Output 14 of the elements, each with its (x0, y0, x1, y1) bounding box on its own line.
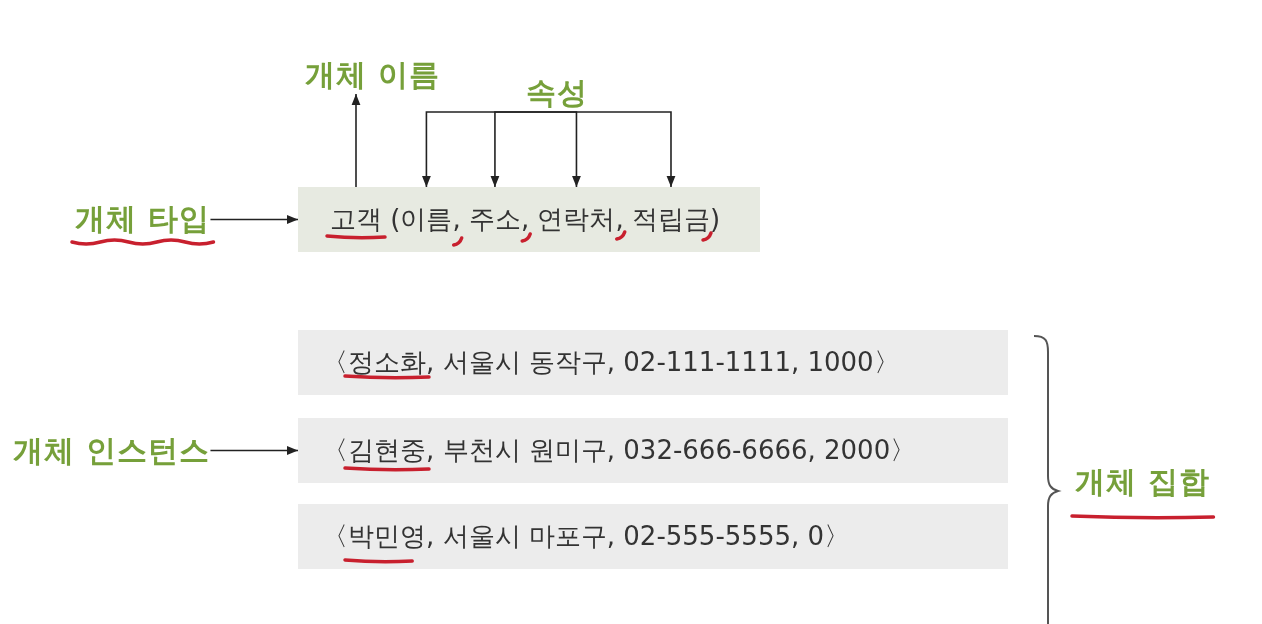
handwritten-label: 개체 인스턴스 (13, 432, 211, 470)
arrow (351, 93, 361, 188)
arrow (556, 111, 676, 188)
record-bar: 〈박민영, 서울시 마포구, 02-555-5555, 0〉 (298, 504, 1008, 569)
record-bar: 〈김현중, 부천시 원미구, 032-666-6666, 2000〉 (298, 418, 1008, 483)
record-bar: 〈정소화, 서울시 동작구, 02-111-1111, 1000〉 (298, 330, 1008, 395)
arrow (209, 215, 299, 224)
handwritten-label: 개체 이름 (305, 56, 441, 94)
arrow (209, 446, 299, 455)
schema-bar: 고객 (이름, 주소, 연락처, 적립금) (298, 187, 761, 252)
handwritten-label: 개체 집합 (1075, 463, 1211, 501)
arrow (490, 111, 558, 188)
handwritten-label: 속성 (526, 74, 588, 112)
handwritten-label: 개체 타입 (75, 200, 211, 238)
